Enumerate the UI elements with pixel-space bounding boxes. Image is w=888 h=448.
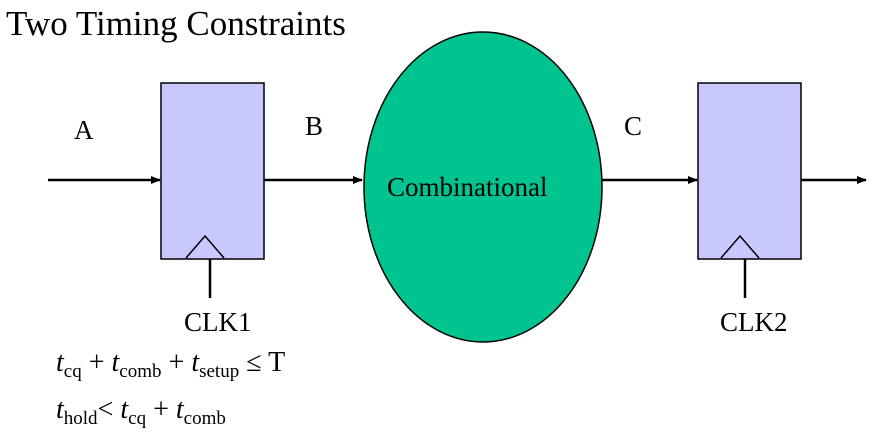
register-1-clock-triangle	[185, 234, 225, 259]
clk1-label: CLK1	[184, 307, 252, 337]
signal-a-label: A	[74, 115, 94, 145]
signal-b-label: B	[305, 111, 324, 141]
register-2	[697, 82, 802, 260]
hold-constraint-equation: thold< tcq + tcomb	[56, 394, 226, 429]
register-2-clock-triangle	[720, 234, 760, 259]
combinational-label: Combinational	[387, 172, 548, 202]
register-1	[160, 82, 265, 260]
combinational-block	[363, 31, 603, 343]
page-title: Two Timing Constraints	[6, 4, 346, 43]
clk2-label: CLK2	[720, 307, 788, 337]
setup-constraint-equation: tcq + tcomb + tsetup ≤ T	[56, 347, 286, 382]
signal-c-label: C	[624, 111, 643, 141]
